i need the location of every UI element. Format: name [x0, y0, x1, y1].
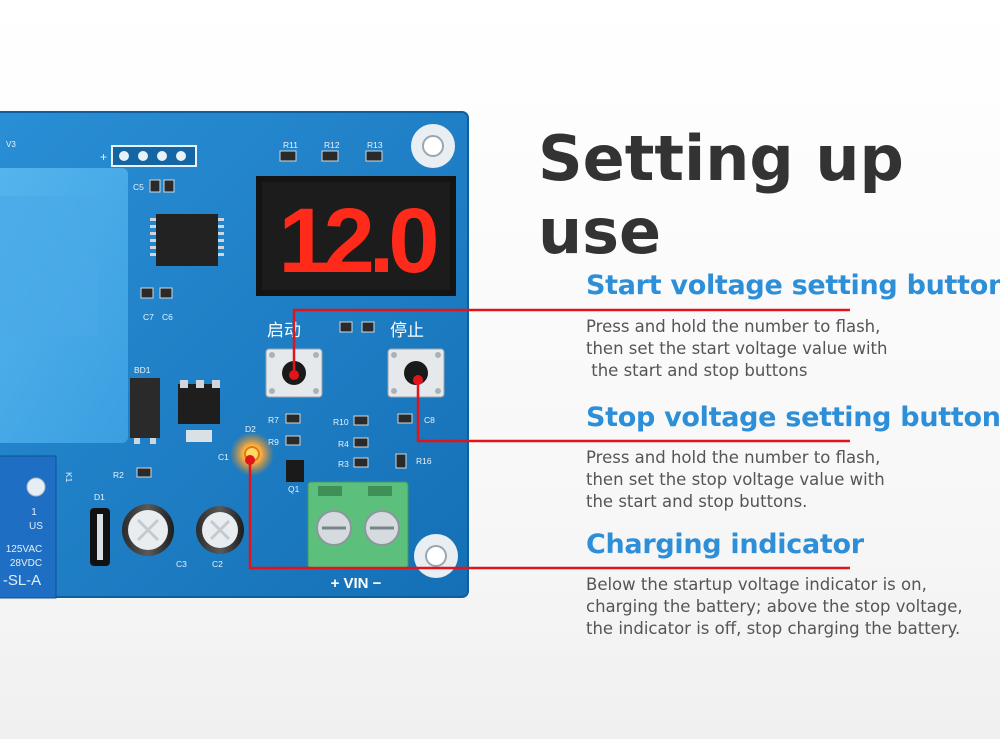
callout-led-dot [245, 455, 255, 465]
relay-line-1: 1 [31, 507, 37, 518]
display-readout: 12.0 [278, 190, 436, 292]
led-desc-line-1: Below the startup voltage indicator is o… [586, 575, 927, 594]
label-bd1: BD1 [134, 365, 151, 375]
led-desc-line-2: charging the battery; above the stop vol… [586, 597, 963, 616]
pin-header [111, 145, 197, 167]
label-c2: C2 [212, 559, 223, 569]
label-r3: R3 [338, 459, 349, 469]
label-r16: R16 [416, 456, 432, 466]
label-r12: R12 [324, 140, 340, 150]
stop-desc-line-1: Press and hold the number to flash, [586, 448, 881, 467]
vin-terminal-block[interactable] [307, 481, 409, 569]
label-r9: R9 [268, 437, 279, 447]
label-r2: R2 [113, 470, 124, 480]
mounting-hole-top [411, 124, 455, 168]
stop-desc-line-3: the start and stop buttons. [586, 492, 808, 511]
callout-stop-dot [413, 375, 423, 385]
label-r4: R4 [338, 439, 349, 449]
label-r11: R11 [283, 140, 298, 150]
stop-button-label: 停止 [390, 321, 424, 340]
label-d2: D2 [245, 424, 256, 434]
relay-line-2: US [29, 521, 43, 532]
capacitor-c3 [122, 504, 174, 556]
label-c5: C5 [133, 182, 144, 192]
label-c6: C6 [162, 312, 173, 322]
vin-label: + VIN − [331, 575, 382, 592]
label-r10: R10 [333, 417, 349, 427]
start-desc-line-2: then set the start voltage value with [586, 339, 888, 358]
label-r7: R7 [268, 415, 279, 425]
label-k1: K1 [64, 472, 74, 483]
svg-text:+: + [100, 150, 107, 164]
version-label: V3 [6, 140, 16, 149]
label-r13: R13 [367, 140, 383, 150]
seven-segment-display [256, 176, 456, 296]
led-desc-line-3: the indicator is off, stop charging the … [586, 619, 961, 638]
start-button-description: Press and hold the number to flash, then … [586, 316, 887, 382]
bridge-rectifier [130, 378, 160, 444]
callout-led-line [248, 460, 850, 570]
start-desc-line-3: the start and stop buttons [586, 361, 808, 380]
smd-components [136, 150, 413, 478]
stop-voltage-button[interactable] [387, 348, 445, 398]
callout-lines [248, 308, 850, 570]
label-c3: C3 [176, 559, 187, 569]
label-q1: Q1 [288, 484, 300, 494]
ic-chip [150, 214, 224, 266]
mounting-hole-bottom [414, 534, 458, 578]
relay [0, 455, 57, 599]
stop-desc-line-2: then set the stop voltage value with [586, 470, 885, 489]
start-button-label: 启动 [267, 321, 301, 340]
transistor-q1 [286, 460, 304, 482]
capacitor-c2 [196, 506, 244, 554]
callout-stop-line [416, 380, 850, 443]
relay-line-5: -SL-A [3, 572, 41, 589]
label-c7: C7 [143, 312, 154, 322]
voltage-regulator [178, 380, 220, 442]
stop-button-heading: Stop voltage setting button [586, 402, 1000, 433]
callout-start-dot [289, 370, 299, 380]
label-c1: C1 [218, 452, 229, 462]
label-c8: C8 [424, 415, 435, 425]
charging-indicator-description: Below the startup voltage indicator is o… [586, 574, 963, 640]
callout-start-line [292, 308, 850, 375]
charging-indicator-heading: Charging indicator [586, 529, 864, 560]
diode-d1 [90, 508, 110, 566]
start-button-heading: Start voltage setting button [586, 270, 1000, 301]
relay-line-3: 125VAC [6, 544, 43, 555]
page-title: Setting up use [538, 122, 904, 268]
start-desc-line-1: Press and hold the number to flash, [586, 317, 881, 336]
relay-line-4: 28VDC [10, 558, 42, 569]
label-d1: D1 [94, 492, 105, 502]
stop-button-description: Press and hold the number to flash, then … [586, 447, 885, 513]
